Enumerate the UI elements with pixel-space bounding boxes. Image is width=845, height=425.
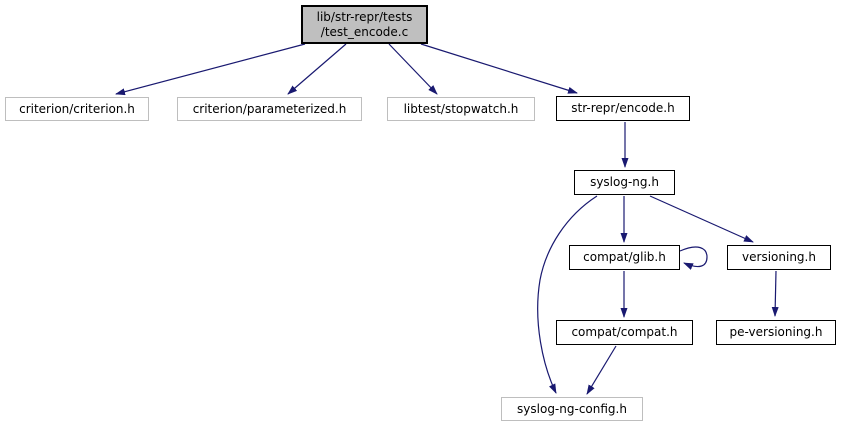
node-criterion-h: criterion/criterion.h xyxy=(5,97,149,121)
node-parameterized-h: criterion/parameterized.h xyxy=(177,97,362,121)
node-test-encode-c-line1: lib/str-repr/tests xyxy=(316,9,413,24)
node-compat-compat-h[interactable]: compat/compat.h xyxy=(556,320,693,345)
node-versioning-h[interactable]: versioning.h xyxy=(727,245,831,270)
edge-compat-to-config xyxy=(586,345,617,395)
edge-versioning-to-peversioning xyxy=(771,270,779,317)
node-compat-glib-h[interactable]: compat/glib.h xyxy=(569,245,680,270)
edge-testencode-to-criterion xyxy=(115,43,306,96)
node-test-encode-c-line2: /test_encode.c xyxy=(320,24,409,39)
edge-syslogng-to-config xyxy=(537,195,598,394)
node-encode-h[interactable]: str-repr/encode.h xyxy=(556,96,690,121)
edge-testencode-to-stopwatch xyxy=(388,43,438,95)
edge-testencode-to-parameterized xyxy=(287,43,347,95)
node-syslog-ng-h[interactable]: syslog-ng.h xyxy=(574,170,675,195)
edge-glib-self-loop xyxy=(679,246,708,270)
node-stopwatch-h: libtest/stopwatch.h xyxy=(387,97,535,121)
node-pe-versioning-h[interactable]: pe-versioning.h xyxy=(716,320,836,345)
edge-syslogng-to-versioning xyxy=(649,195,754,243)
edge-testencode-to-encode xyxy=(420,43,578,94)
node-syslog-ng-config-h: syslog-ng-config.h xyxy=(501,397,643,421)
node-test-encode-c: lib/str-repr/tests /test_encode.c xyxy=(301,5,428,44)
